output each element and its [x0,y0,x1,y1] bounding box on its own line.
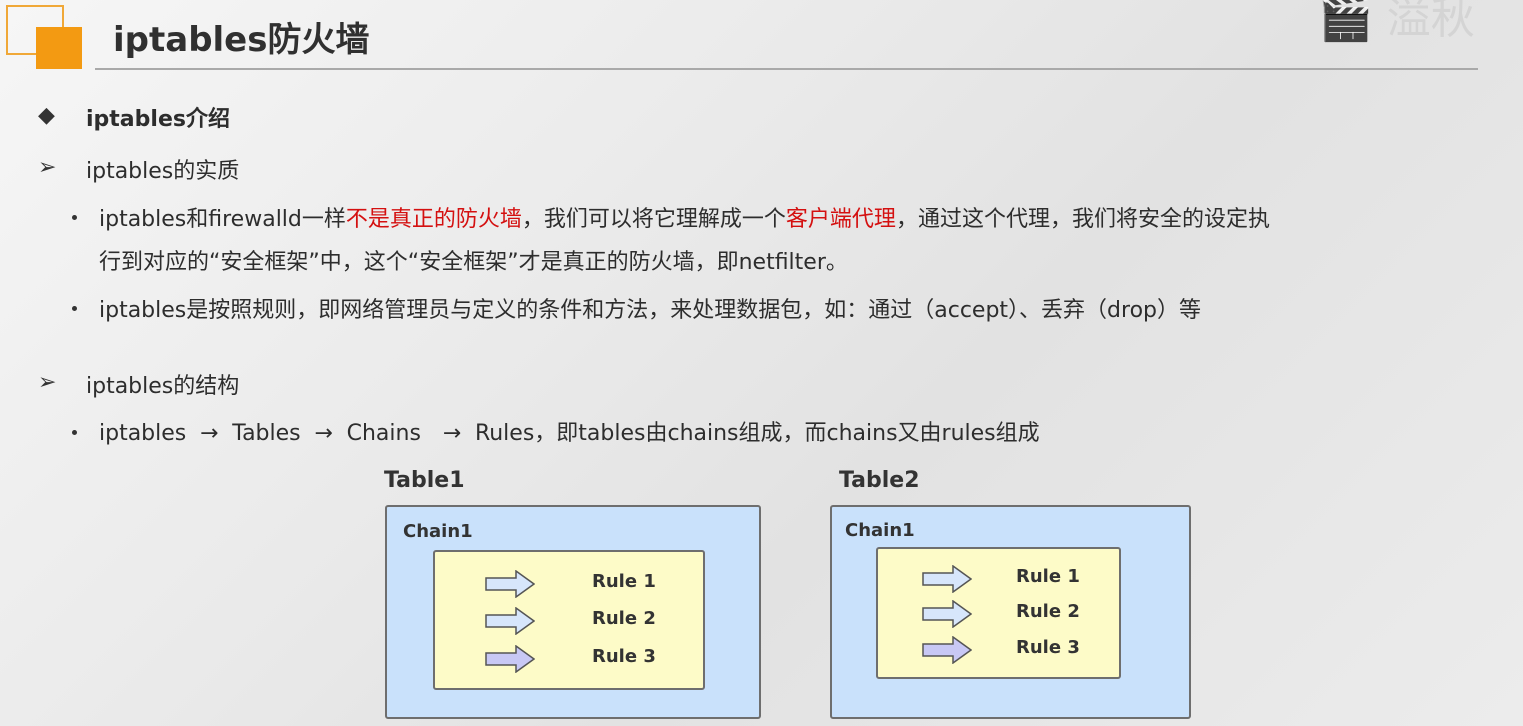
rule-label: Rule 2 [1016,601,1080,622]
table1-box: Chain1 Rule 1 Rule 2 Rule 3 [385,505,761,719]
rule-row: Rule 1 [435,568,703,598]
watermark-logo: 🎬 溢秋 [1318,0,1475,44]
highlight-not-real-firewall: 不是真正的防火墙 [345,207,522,232]
essence-paragraph-1-line-1: iptables和firewalld一样不是真正的防火墙，我们可以将它理解成一个… [99,207,1270,232]
rule-row: Rule 3 [435,643,703,673]
rule-arrow-icon [922,600,972,628]
rule-arrow-icon [485,645,535,673]
rule-arrow-icon [922,565,972,593]
bullet-dot-icon [72,430,77,435]
essence-paragraph-1-line-2: 行到对应的“安全框架”中，这个“安全框架”才是真正的防火墙，即netfilter… [99,250,848,275]
structure-hierarchy-line: iptables→Tables→Chains→Rules，即tables由cha… [99,421,1040,446]
table1-chain-label: Chain1 [403,521,473,542]
right-arrow-icon: → [442,421,462,446]
bullet-dot-icon [72,306,77,311]
rule-row: Rule 3 [878,634,1119,664]
rule-arrow-icon [922,636,972,664]
section-essence-heading: iptables的实质 [86,159,240,184]
title-divider [95,68,1478,70]
logo-square-decoration [36,27,82,69]
arrow-bullet-icon: ➢ [38,370,57,395]
section-structure-heading: iptables的结构 [86,374,240,399]
right-arrow-icon: → [200,421,219,446]
rule-row: Rule 2 [435,605,703,635]
rule-label: Rule 3 [592,646,656,667]
rule-label: Rule 1 [1016,566,1080,587]
arrow-bullet-icon: ➢ [38,155,57,180]
slide-title: iptables防火墙 [113,20,370,60]
table1-chain-box: Rule 1 Rule 2 Rule 3 [433,550,705,690]
rule-label: Rule 3 [1016,637,1080,658]
table2-label: Table2 [839,468,920,493]
essence-paragraph-2: iptables是按照规则，即网络管理员与定义的条件和方法，来处理数据包，如：通… [99,298,1202,323]
bullet-dot-icon [72,215,77,220]
rule-row: Rule 2 [878,598,1119,628]
right-arrow-icon: → [314,421,333,446]
table2-box: Chain1 Rule 1 Rule 2 Rule 3 [830,505,1191,719]
table1-label: Table1 [384,468,465,493]
diamond-bullet-icon: ◆ [38,103,55,128]
table2-chain-box: Rule 1 Rule 2 Rule 3 [876,547,1121,679]
table2-chain-label: Chain1 [845,520,915,541]
section-intro-heading: iptables介绍 [86,107,230,132]
highlight-client-proxy: 客户端代理 [785,207,896,232]
rule-arrow-icon [485,607,535,635]
rule-row: Rule 1 [878,563,1119,593]
rule-label: Rule 2 [592,608,656,629]
rule-arrow-icon [485,570,535,598]
rule-label: Rule 1 [592,571,656,592]
